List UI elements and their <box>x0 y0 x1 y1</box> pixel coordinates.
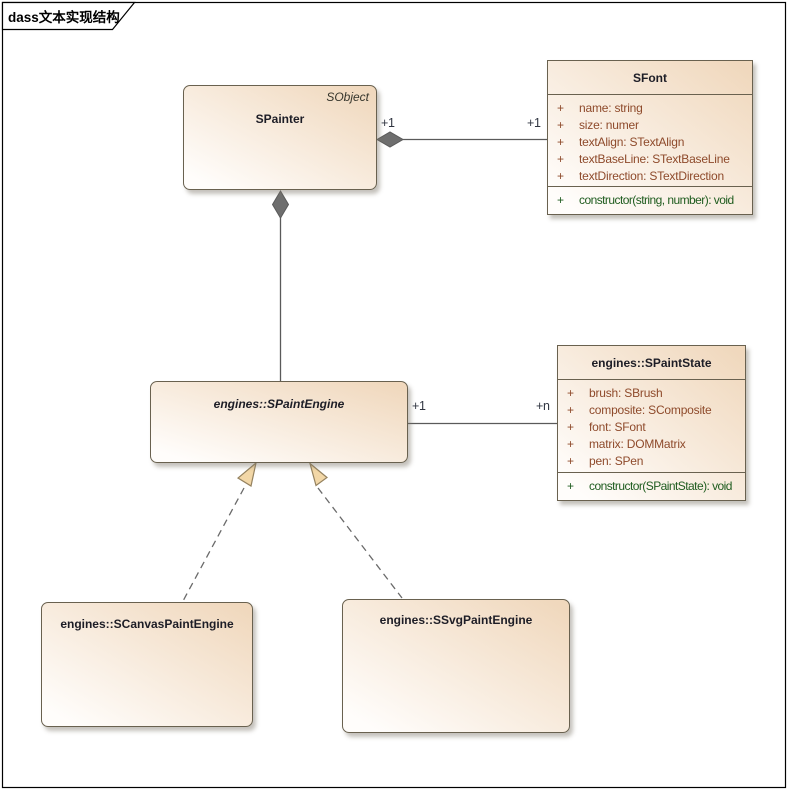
operation-text: constructor(SPaintState): void <box>589 479 732 493</box>
composition-diamond-icon <box>375 131 405 148</box>
visibility-marker: + <box>557 101 564 115</box>
class-box-scanvaspaintengine[interactable]: engines::SCanvasPaintEngine <box>41 602 253 727</box>
generalization-arrow-icon <box>236 461 257 487</box>
operation-text: constructor(string, number): void <box>579 193 734 207</box>
attribute-text: textBaseLine: STextBaseLine <box>579 152 730 166</box>
attribute-row: + brush: SBrush <box>558 385 745 402</box>
attribute-text: size: numer <box>579 118 639 132</box>
generalization-link-ssvg-spaintengine[interactable] <box>317 487 403 599</box>
generalization-link-scanvas-spaintengine[interactable] <box>182 487 245 602</box>
operations-compartment: + constructor(SPaintState): void <box>558 473 745 500</box>
attribute-text: textDirection: STextDirection <box>579 169 724 183</box>
class-box-sfont[interactable]: SFont + name: string + size: numer + textAl… <box>547 60 753 215</box>
multiplicity-label-painter-font-source: +1 <box>381 116 395 130</box>
class-title: SPainter <box>255 112 305 126</box>
attribute-row: + textAlign: STextAlign <box>548 134 752 151</box>
operation-row: + constructor(string, number): void <box>548 192 752 209</box>
generalization-arrow-icon <box>308 461 328 487</box>
visibility-marker: + <box>567 479 574 493</box>
operations-compartment: + constructor(string, number): void <box>548 187 752 214</box>
attribute-row: + composite: SComposite <box>558 402 745 419</box>
visibility-marker: + <box>557 152 564 166</box>
attribute-text: name: string <box>579 101 643 115</box>
diagram-frame-label: dass文本实现结构 <box>8 10 120 25</box>
stereotype-label: SObject <box>326 90 369 104</box>
class-box-spainter[interactable]: SObject SPainter <box>183 85 377 190</box>
visibility-marker: + <box>567 437 574 451</box>
attribute-row: + font: SFont <box>558 419 745 436</box>
diagram-frame-tab <box>1 1 136 31</box>
multiplicity-label-engine-state-target: +n <box>536 399 550 413</box>
attribute-text: composite: SComposite <box>589 403 712 417</box>
class-box-spaintengine[interactable]: engines::SPaintEngine <box>150 381 408 463</box>
attributes-compartment: + name: string + size: numer + textAlign: S… <box>548 95 752 187</box>
class-box-ssvgpaintengine[interactable]: engines::SSvgPaintEngine <box>342 599 570 733</box>
visibility-marker: + <box>557 193 564 207</box>
attribute-text: font: SFont <box>589 420 646 434</box>
attribute-row: + size: numer <box>548 117 752 134</box>
visibility-marker: + <box>567 454 574 468</box>
attribute-row: + name: string <box>548 100 752 117</box>
attributes-compartment: + brush: SBrush + composite: SComposite + f… <box>558 380 745 473</box>
attribute-row: + textBaseLine: STextBaseLine <box>548 151 752 168</box>
attribute-text: brush: SBrush <box>589 386 663 400</box>
composition-diamond-icon <box>271 190 290 219</box>
attribute-text: pen: SPen <box>589 454 644 468</box>
multiplicity-label-painter-font-target: +1 <box>527 116 541 130</box>
operation-row: + constructor(SPaintState): void <box>558 478 745 495</box>
visibility-marker: + <box>557 118 564 132</box>
visibility-marker: + <box>567 403 574 417</box>
visibility-marker: + <box>567 386 574 400</box>
class-title: engines::SSvgPaintEngine <box>379 613 533 627</box>
attribute-text: matrix: DOMMatrix <box>589 437 686 451</box>
class-title: engines::SPaintState <box>558 346 745 380</box>
multiplicity-label-engine-state-source: +1 <box>412 399 426 413</box>
attribute-text: textAlign: STextAlign <box>579 135 685 149</box>
class-title: SFont <box>548 61 752 95</box>
visibility-marker: + <box>557 135 564 149</box>
attribute-row: + matrix: DOMMatrix <box>558 436 745 453</box>
class-box-spaintstate[interactable]: engines::SPaintState +brush: SBrush +com… <box>557 345 746 501</box>
class-title: engines::SCanvasPaintEngine <box>60 617 234 631</box>
attribute-row: + textDirection: STextDirection <box>548 168 752 185</box>
visibility-marker: + <box>557 169 564 183</box>
class-title: engines::SPaintEngine <box>213 397 345 411</box>
visibility-marker: + <box>567 420 574 434</box>
attribute-row: + pen: SPen <box>558 453 745 470</box>
